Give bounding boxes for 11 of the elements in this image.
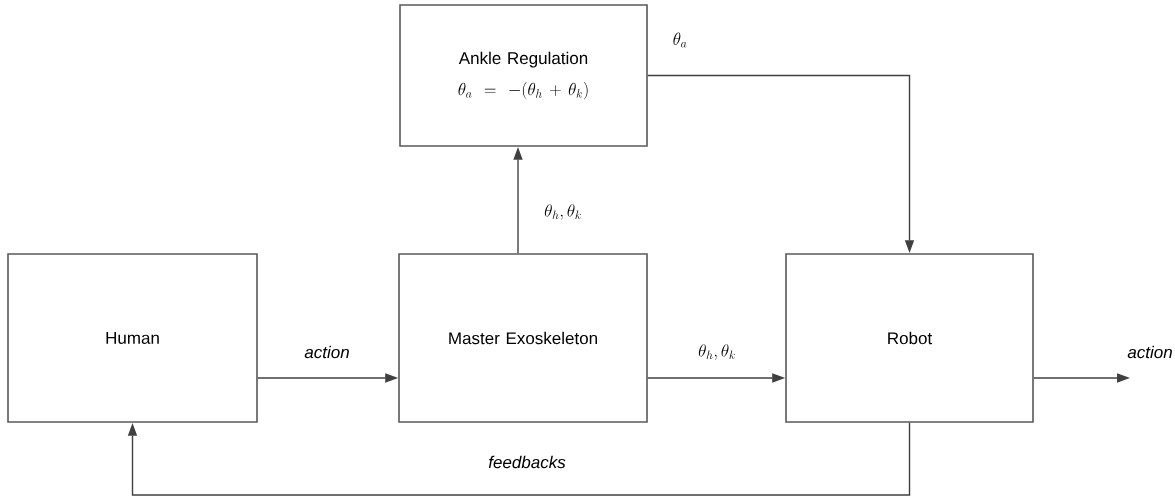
edge-label: action [1126, 344, 1174, 360]
process-box: Human [7, 253, 258, 423]
process-box: Master Exoskeleton [398, 253, 648, 423]
edge-label: feedbacks [487, 454, 567, 470]
process-box: Ankle Regulation $\theta_a = -(\theta_h + \theta_k)$ [399, 4, 648, 147]
edge-label: $\theta_a$ [671, 31, 689, 49]
process-box: Robot [785, 253, 1034, 423]
arrow [127, 422, 911, 496]
edge-label: $\theta_h, \theta_k$ [543, 203, 583, 221]
edge-label: $\theta_h, \theta_k$ [697, 343, 737, 361]
edge-label: action [303, 344, 351, 360]
